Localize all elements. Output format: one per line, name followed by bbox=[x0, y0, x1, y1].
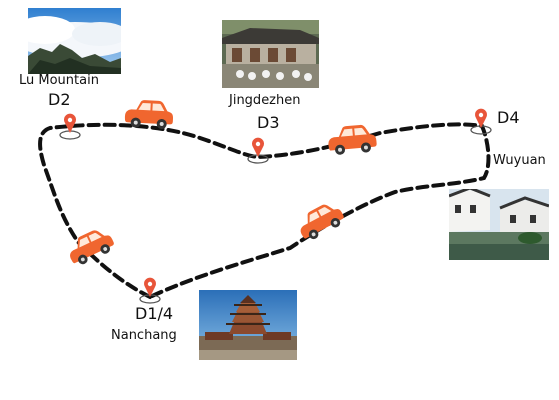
nanchang-city-label: Nanchang bbox=[111, 328, 177, 343]
nanchang-day-label: D1/4 bbox=[135, 304, 174, 323]
nanchang-pin-icon bbox=[139, 277, 161, 304]
car-icon bbox=[124, 99, 174, 130]
water-village-photo bbox=[449, 189, 549, 260]
car-icon bbox=[326, 123, 378, 156]
wuyuan-pin-icon bbox=[470, 108, 492, 135]
route-path bbox=[38, 122, 491, 299]
porcelain-town-photo bbox=[222, 20, 319, 88]
lu-mountain-day-label: D2 bbox=[48, 90, 71, 109]
jingdezhen-day-label: D3 bbox=[257, 113, 280, 132]
jingdezhen-pin-icon bbox=[247, 137, 269, 164]
wuyuan-city-label: Wuyuan bbox=[493, 153, 546, 168]
wuyuan-day-label: D4 bbox=[497, 108, 520, 127]
jingdezhen-city-label: Jingdezhen bbox=[229, 93, 301, 108]
lu-mountain-city-label: Lu Mountain bbox=[19, 73, 99, 88]
mountain-cloud-sea-photo bbox=[28, 8, 121, 74]
pavilion-tower-photo bbox=[199, 290, 297, 360]
car-icon bbox=[294, 198, 347, 244]
